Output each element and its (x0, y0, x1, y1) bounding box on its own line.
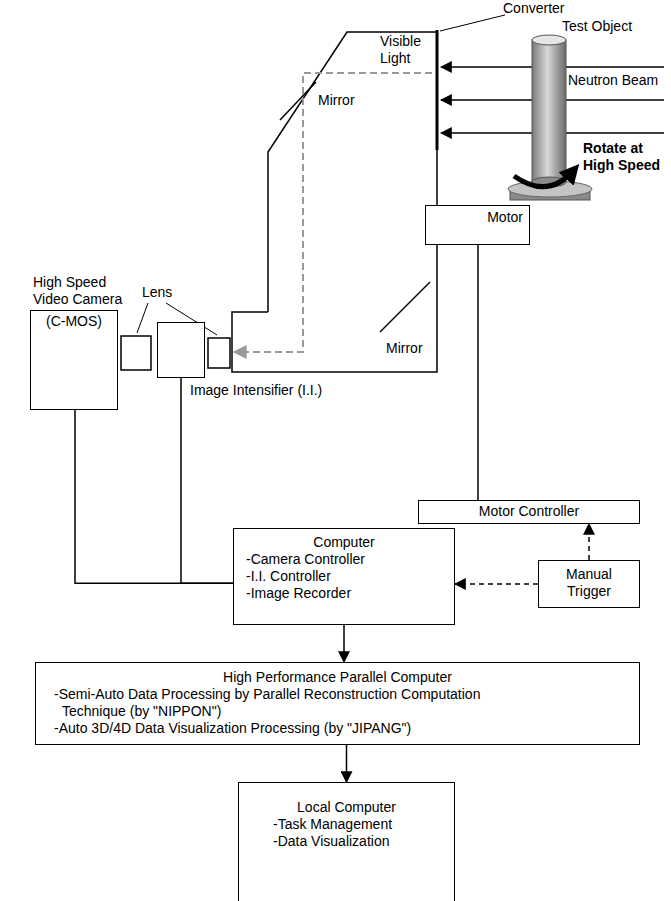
node-text: -Semi-Auto Data Processing by Parallel R… (46, 686, 512, 720)
housing-wall (232, 150, 437, 372)
part-name: Visible Light (380, 33, 434, 67)
node-text: (C-MOS) (33, 313, 115, 330)
node-text: -Auto 3D/4D Data Visualization Processin… (46, 720, 512, 737)
node-heading: Motor (432, 209, 523, 226)
part-name: Test Object (562, 18, 632, 35)
node-heading: Local Computer (249, 799, 444, 816)
part-name: Neutron Beam (568, 72, 658, 89)
mirror-line (280, 82, 316, 120)
connector (477, 245, 479, 500)
lens-symbol (121, 336, 151, 370)
light-path (234, 73, 432, 352)
computer-box: Computer-Camera Controller-I.I. Controll… (233, 528, 455, 625)
node-heading: Image Intensifier (I.I.) (190, 382, 322, 399)
trigger-arrow (588, 524, 590, 560)
node-text: -Data Visualization (249, 833, 444, 850)
motor-box: Motor (425, 205, 530, 245)
leader-line (440, 15, 505, 31)
leader-line (137, 303, 148, 333)
connector (75, 410, 233, 583)
trigger-arrow (455, 583, 538, 585)
computer-box: High Performance Parallel Computer-Semi-… (35, 662, 640, 745)
part-name: Mirror (386, 340, 423, 357)
node-text: -Camera Controller (242, 551, 446, 568)
converter-plate (436, 30, 439, 150)
node-text: -Image Recorder (242, 585, 446, 602)
connector (181, 378, 233, 583)
test-object-cylinder (532, 35, 566, 45)
connector (343, 625, 345, 662)
part-name: Lens (142, 284, 172, 301)
process-box: Motor Controller (418, 500, 640, 524)
part-name: Mirror (318, 92, 355, 109)
computer-box: Local Computer-Task Management-Data Visu… (238, 782, 455, 901)
node-text: -I.I. Controller (242, 568, 446, 585)
lens-symbol (208, 338, 230, 368)
rotation-arrow (514, 170, 574, 187)
camera-box: High Speed Video Camera(C-MOS) (30, 310, 118, 410)
node-heading: Computer (242, 534, 446, 551)
mirror-line (380, 282, 430, 332)
node-heading: Motor Controller (423, 503, 635, 520)
trigger-box: Manual Trigger (538, 560, 640, 608)
connector (346, 745, 348, 782)
node-heading: Manual Trigger (566, 566, 612, 600)
motion-note: Rotate at High Speed (583, 140, 667, 174)
intensifier-box: Image Intensifier (I.I.) (157, 322, 205, 378)
node-text: -Task Management (249, 816, 444, 833)
node-heading: High Speed Video Camera (33, 274, 137, 308)
part-name: Converter (503, 0, 564, 17)
test-object-cylinder (532, 40, 566, 182)
node-heading: High Performance Parallel Computer (46, 669, 629, 686)
